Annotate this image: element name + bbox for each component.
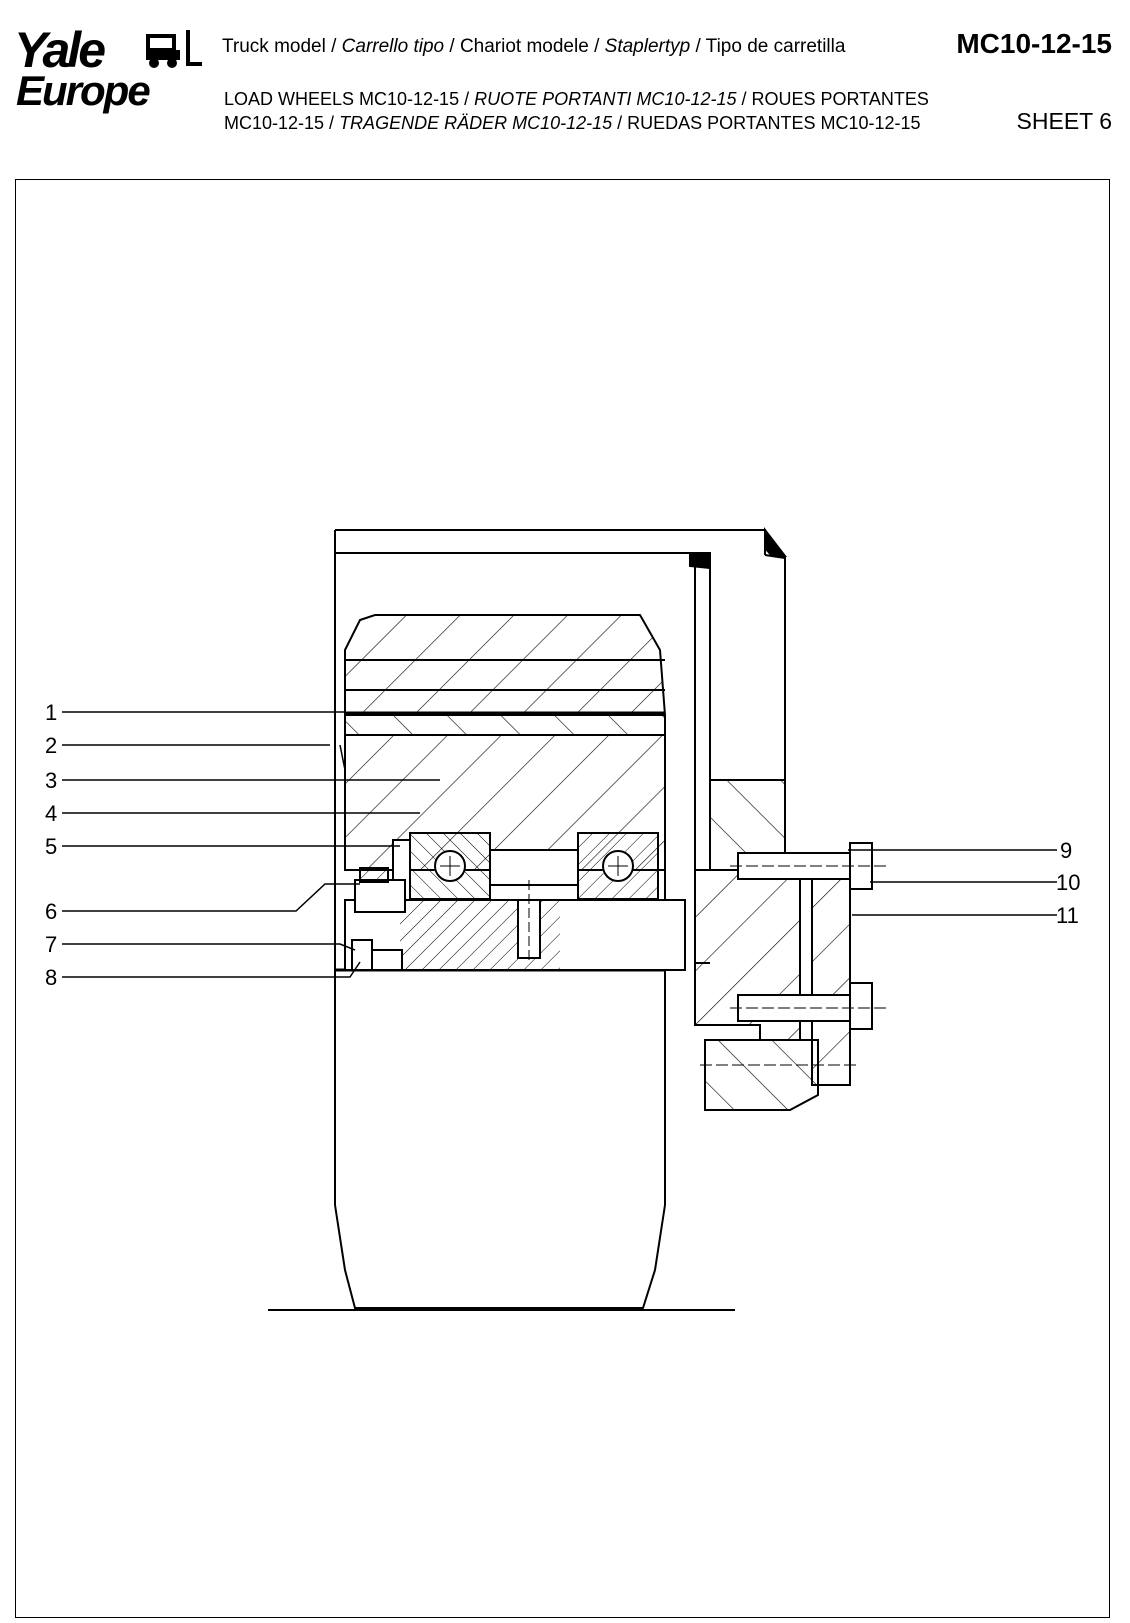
wheel-centre xyxy=(344,714,666,736)
title-line-1: LOAD WHEELS MC10-12-15 / RUOTE PORTANTI … xyxy=(224,89,929,110)
truck-model-run: Truck model / xyxy=(222,36,342,57)
truck-model-run: / Chariot modele / xyxy=(444,36,605,57)
truck-model-run: / Tipo de carretilla xyxy=(690,36,846,57)
callout-5: 5 xyxy=(45,834,57,859)
callout-1: 1 xyxy=(45,700,57,725)
title-line-1-run: RUOTE PORTANTI MC10-12-15 xyxy=(474,89,737,109)
callout-4: 4 xyxy=(45,801,57,826)
callout-3: 3 xyxy=(45,768,57,793)
title-line-2-run: / RUEDAS PORTANTES MC10-12-15 xyxy=(612,113,921,133)
yale-europe-logo: Yale Europe xyxy=(14,24,204,116)
tyre-tread xyxy=(344,614,667,716)
callout-10: 10 xyxy=(1056,870,1080,895)
drawing-frame xyxy=(15,179,1110,1618)
truck-model-line: Truck model / Carrello tipo / Chariot mo… xyxy=(222,36,845,58)
logo-text-europe: Europe xyxy=(16,67,151,114)
truck-model-run: Carrello tipo xyxy=(341,36,445,57)
logo-text-yale: Yale xyxy=(14,22,106,78)
callout-7: 7 xyxy=(45,932,57,957)
title-line-2: MC10-12-15 / TRAGENDE RÄDER MC10-12-15 /… xyxy=(224,113,921,134)
callout-8: 8 xyxy=(45,965,57,990)
axle-block xyxy=(704,1039,819,1111)
callout-6: 6 xyxy=(45,899,57,924)
callout-11: 11 xyxy=(1056,903,1079,928)
title-line-2-run: MC10-12-15 / xyxy=(224,113,340,133)
sheet-number: SHEET 6 xyxy=(1016,108,1112,134)
title-line-1-run: LOAD WHEELS MC10-12-15 / xyxy=(224,89,475,109)
callout-9: 9 xyxy=(1060,838,1072,863)
truck-model-run: Staplertyp xyxy=(604,36,691,57)
forklift-icon xyxy=(146,30,202,68)
callout-2: 2 xyxy=(45,733,57,758)
title-line-1-run: / ROUES PORTANTES xyxy=(736,89,929,109)
title-line-2-run: TRAGENDE RÄDER MC10-12-15 xyxy=(339,113,613,133)
model-code: MC10-12-15 xyxy=(956,28,1112,59)
